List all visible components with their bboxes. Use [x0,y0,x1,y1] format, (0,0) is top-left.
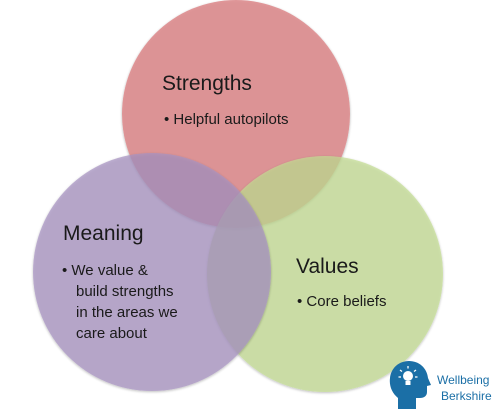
bullet-dot: • [62,262,71,279]
meaning-circle [33,153,271,391]
wellbeing-berkshire-logo: Wellbeing Berkshire [389,361,492,409]
meaning-bullet-line-3: in the areas we [76,304,178,321]
logo-line-1: Wellbeing [437,373,489,387]
values-circle [207,156,443,392]
strengths-title: Strengths [162,72,252,95]
meaning-title: Meaning [63,222,144,245]
meaning-bullet-line-2: build strengths [76,283,174,300]
strengths-bullet: • Helpful autopilots [164,111,289,128]
meaning-bullet-line-4: care about [76,325,148,342]
values-title: Values [296,255,359,278]
bullet-dot: • [297,293,306,310]
meaning-bullet-line-1: • We value & [62,262,148,279]
logo-line-2: Berkshire [441,389,492,403]
bullet-dot: • [164,111,173,128]
values-bullet: • Core beliefs [297,293,386,310]
head-with-lightbulb-icon [389,361,431,409]
